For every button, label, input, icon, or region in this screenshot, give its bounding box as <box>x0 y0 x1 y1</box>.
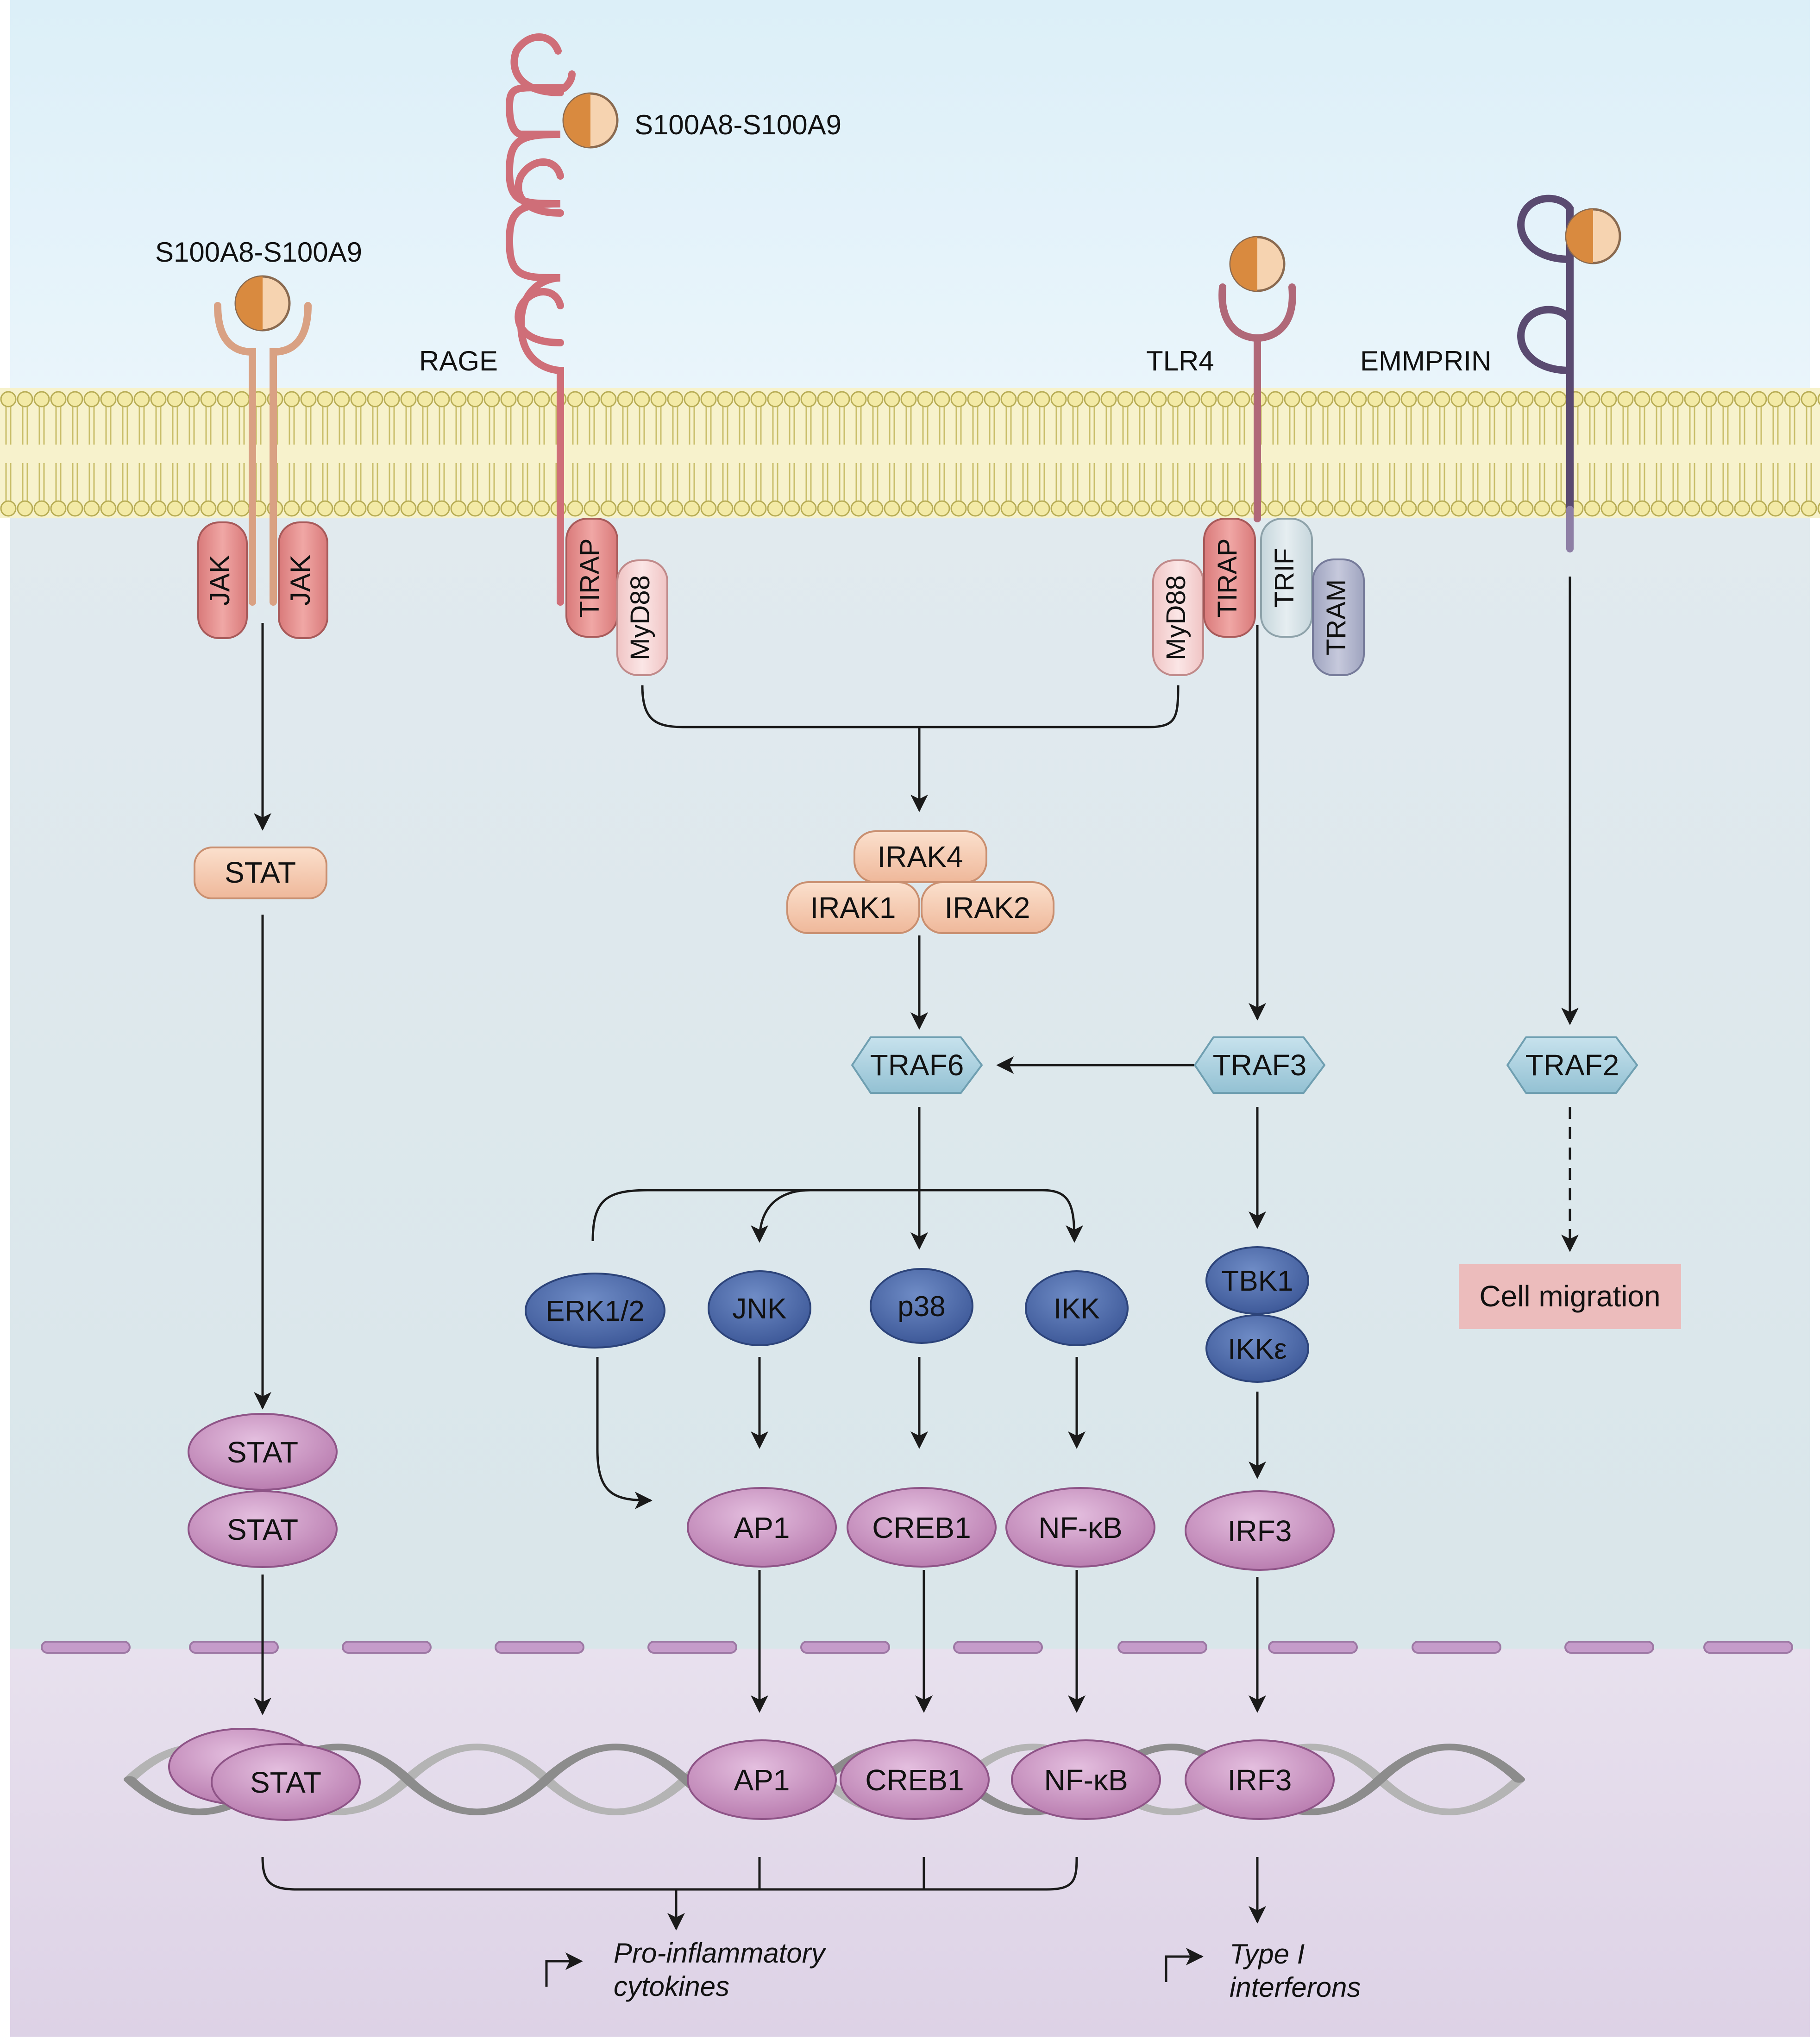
ikk-node: IKK <box>1025 1270 1129 1346</box>
traf6-node: TRAF6 <box>851 1036 983 1094</box>
jak-left: JAK <box>197 521 248 639</box>
stat-dimer-top: STAT <box>188 1413 338 1491</box>
nfkb-label: NF-κB <box>1038 1511 1122 1544</box>
nuclear-ap1-label: AP1 <box>734 1763 790 1797</box>
stat-node: STAT <box>194 847 327 899</box>
nuclear-nfkb-label: NF-κB <box>1044 1763 1128 1797</box>
nuclear-ap1: AP1 <box>687 1739 837 1820</box>
tirap-rage-label: TIRAP <box>575 539 605 618</box>
creb1-label: CREB1 <box>872 1511 971 1544</box>
nuclear-creb1-label: CREB1 <box>865 1763 964 1797</box>
erk-node: ERK1/2 <box>525 1273 665 1349</box>
ap1-node: AP1 <box>687 1487 837 1568</box>
irak1-node: IRAK1 <box>786 881 920 934</box>
irf3-node: IRF3 <box>1185 1490 1335 1571</box>
p38-node: p38 <box>870 1268 973 1344</box>
jak-right: JAK <box>278 521 328 639</box>
trif-label: TRIF <box>1269 548 1299 608</box>
emmprin-label: EMMPRIN <box>1360 345 1491 376</box>
nucleus <box>10 1649 1810 2037</box>
s100a8-s100a9-ligand-left <box>234 275 291 332</box>
stat-dimer-bottom: STAT <box>188 1490 338 1568</box>
cytokines-label-line1: Pro-inflammatory <box>614 1938 827 1969</box>
p38-label: p38 <box>897 1291 945 1323</box>
irak2-label: IRAK2 <box>945 891 1030 924</box>
stat-dimer-bottom-label: STAT <box>227 1513 298 1546</box>
myd88-tlr4-label: MyD88 <box>1161 575 1191 660</box>
rage-label: RAGE <box>419 345 498 376</box>
ligand-label-rage: S100A8-S100A9 <box>634 109 841 140</box>
s100a8-s100a9-ligand-rage <box>562 92 619 149</box>
irak4-node: IRAK4 <box>854 830 987 883</box>
jnk-label: JNK <box>732 1293 786 1325</box>
stat-label: STAT <box>225 856 296 889</box>
myd88-rage-label: MyD88 <box>625 575 655 660</box>
nuclear-irf3-label: IRF3 <box>1228 1763 1292 1797</box>
erk-label: ERK1/2 <box>546 1295 645 1327</box>
lipid-bilayer <box>0 388 1820 518</box>
cell-migration-label: Cell migration <box>1479 1280 1660 1313</box>
cell-migration-box: Cell migration <box>1459 1264 1681 1329</box>
ligand-label-jak: S100A8-S100A9 <box>155 237 362 268</box>
extracellular-space <box>10 0 1810 398</box>
tirap-rage: TIRAP <box>565 518 618 638</box>
ap1-label: AP1 <box>734 1511 790 1544</box>
tram-label: TRAM <box>1321 579 1351 655</box>
interferons-label-line1: Type I <box>1230 1939 1305 1970</box>
jak-left-label: JAK <box>204 555 235 606</box>
stat-dimer-top-label: STAT <box>227 1436 298 1469</box>
creb1-node: CREB1 <box>847 1487 997 1568</box>
ikke-label: IKKε <box>1228 1333 1287 1365</box>
tbk1-label: TBK1 <box>1221 1265 1293 1297</box>
irak2-node: IRAK2 <box>921 881 1054 934</box>
nuclear-stat-label: STAT <box>250 1766 321 1799</box>
tirap-tlr4-label: TIRAP <box>1212 539 1243 618</box>
irf3-label: IRF3 <box>1228 1514 1292 1548</box>
arrows <box>254 577 1579 1987</box>
myd88-tlr4: MyD88 <box>1152 559 1204 676</box>
interferons-label-line2: interferons <box>1230 1972 1361 2003</box>
cytokine-receptor <box>214 302 312 606</box>
traf2-label: TRAF2 <box>1525 1048 1619 1082</box>
jak-right-label: JAK <box>285 555 316 606</box>
rage-ectodomains <box>510 33 564 346</box>
trif: TRIF <box>1260 518 1313 638</box>
nfkb-node: NF-κB <box>1005 1487 1155 1568</box>
nuclear-irf3: IRF3 <box>1185 1739 1335 1820</box>
nuclear-nfkb: NF-κB <box>1011 1739 1161 1820</box>
nuclear-creb1: CREB1 <box>840 1739 990 1820</box>
tbk1-node: TBK1 <box>1205 1246 1309 1315</box>
emmprin-receptor <box>1517 194 1574 513</box>
tlr4-receptor <box>1218 283 1296 522</box>
myd88-rage: MyD88 <box>616 559 668 676</box>
traf3-node: TRAF3 <box>1194 1036 1325 1094</box>
ikke-node: IKKε <box>1205 1314 1309 1383</box>
ikk-label: IKK <box>1054 1293 1100 1325</box>
irak4-label: IRAK4 <box>878 840 963 873</box>
nuclear-stat: STAT <box>211 1743 361 1821</box>
tirap-tlr4: TIRAP <box>1203 518 1256 638</box>
nuclear-envelope <box>41 1641 1793 1654</box>
s100a8-s100a9-ligand-emmprin <box>1565 208 1621 264</box>
jnk-node: JNK <box>708 1270 811 1346</box>
cytokines-label-line2: cytokines <box>614 1971 729 2002</box>
traf2-node: TRAF2 <box>1506 1036 1638 1094</box>
tram: TRAM <box>1312 558 1365 676</box>
s100a8-s100a9-ligand-tlr4 <box>1229 236 1286 292</box>
irak1-label: IRAK1 <box>810 891 896 924</box>
tlr4-label: TLR4 <box>1146 345 1214 376</box>
traf6-label: TRAF6 <box>870 1048 964 1082</box>
traf3-label: TRAF3 <box>1213 1048 1307 1082</box>
